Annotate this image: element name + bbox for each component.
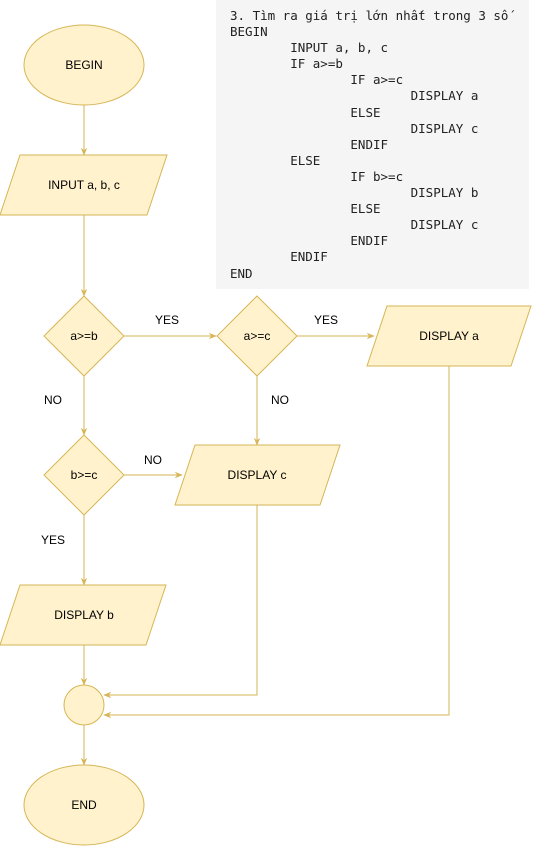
label-bc-no: NO <box>144 453 162 467</box>
code-line: ENDIF <box>230 136 389 152</box>
label-ac-no: NO <box>271 393 289 407</box>
display-b-parallelogram <box>0 584 167 646</box>
code-line: END <box>230 265 253 281</box>
code-line: ENDIF <box>230 233 389 249</box>
display-a-label: DISPLAY a <box>419 329 479 343</box>
display-a-parallelogram <box>366 305 532 367</box>
input-parallelogram <box>0 154 168 216</box>
decision-ac <box>216 295 298 377</box>
decision-bc-label: b>=c <box>71 468 98 482</box>
code-line: DISPLAY c <box>230 120 479 136</box>
decision-ab-label: a>=b <box>70 329 98 343</box>
input-label: INPUT a, b, c <box>48 178 120 192</box>
label-bc-yes: YES <box>41 533 65 547</box>
code-line: ELSE <box>230 104 381 120</box>
edge-display-a-to-merge <box>103 366 450 719</box>
label-ab-yes: YES <box>155 313 179 327</box>
code-line: DISPLAY c <box>230 217 479 233</box>
code-line: INPUT a, b, c <box>230 40 389 56</box>
display-c-label: DISPLAY c <box>228 468 287 482</box>
code-line-title: 3. Tìm ra giá trị lớn nhất trong 3 số <box>230 8 509 23</box>
decision-bc <box>43 434 125 516</box>
decision-ab <box>43 295 125 377</box>
label-ac-yes: YES <box>314 313 338 327</box>
pseudocode-panel: 3. Tìm ra giá trị lớn nhất trong 3 số BE… <box>216 0 529 289</box>
edge-display-c-to-merge <box>103 505 258 699</box>
begin-label: BEGIN <box>65 58 102 72</box>
code-line: ENDIF <box>230 249 328 265</box>
label-ab-no: NO <box>44 393 62 407</box>
code-line: ELSE <box>230 201 381 217</box>
code-line: DISPLAY b <box>230 185 479 201</box>
code-line: BEGIN <box>230 24 268 40</box>
end-terminal <box>23 764 145 846</box>
code-line: DISPLAY a <box>230 88 479 104</box>
begin-terminal <box>23 24 145 106</box>
display-c-parallelogram <box>174 444 341 506</box>
code-line: IF a>=c <box>230 72 404 88</box>
end-label: END <box>71 798 97 812</box>
merge-connector <box>63 684 105 726</box>
code-line: IF a>=b <box>230 56 343 72</box>
code-line: ELSE <box>230 152 321 168</box>
display-b-label: DISPLAY b <box>54 608 114 622</box>
decision-ac-label: a>=c <box>244 329 271 343</box>
code-line: IF b>=c <box>230 168 404 184</box>
